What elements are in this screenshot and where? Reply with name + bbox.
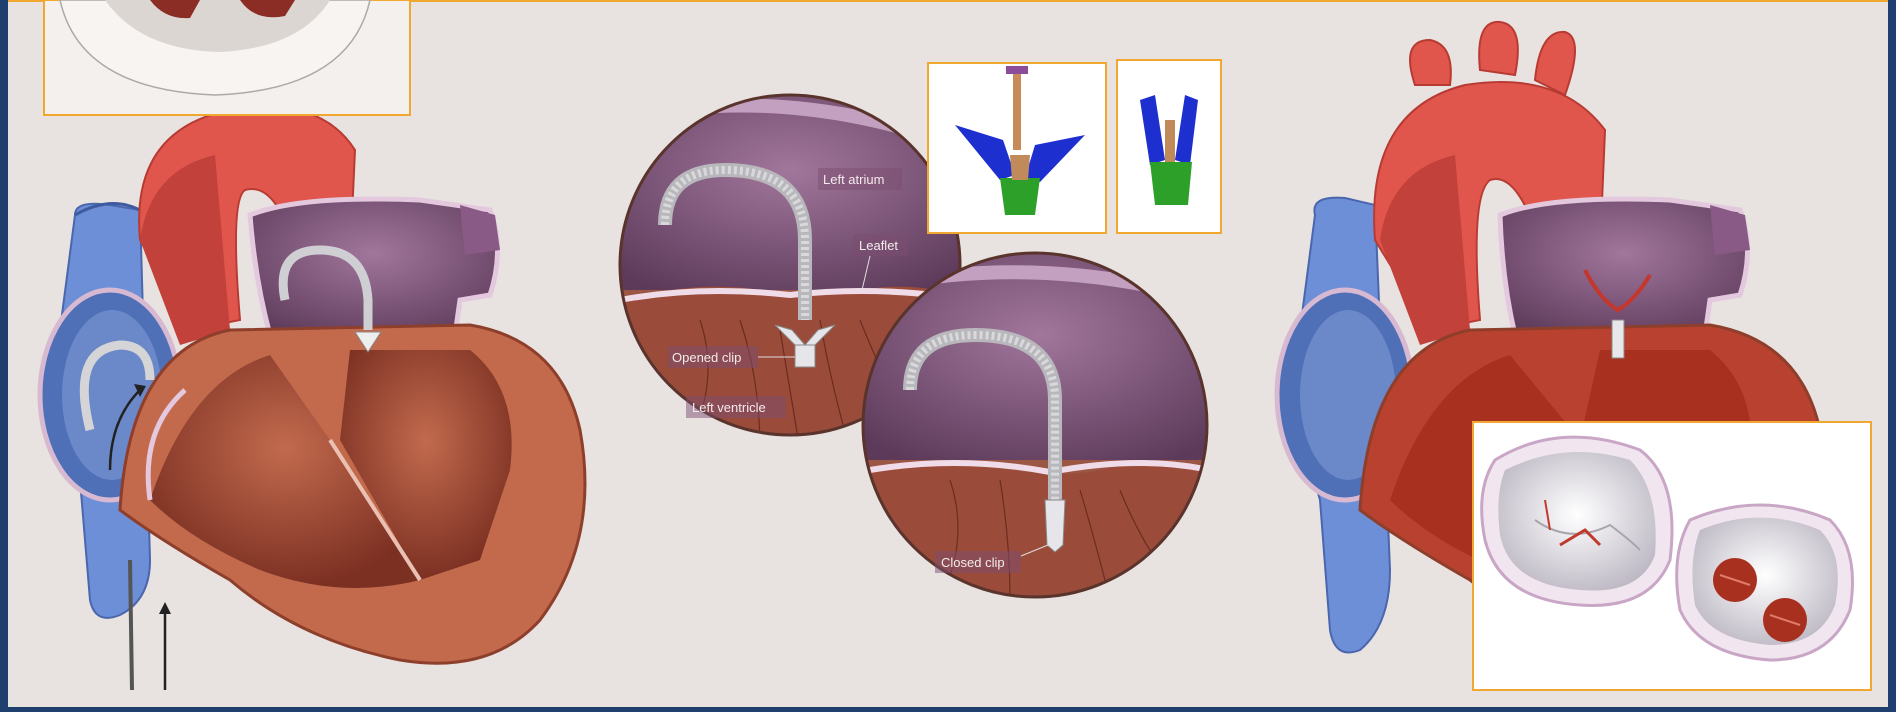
inset-valve-thumbnail xyxy=(44,0,410,115)
label-leaflet: Leaflet xyxy=(859,238,898,253)
label-left-atrium: Left atrium xyxy=(823,172,884,187)
label-left-ventricle: Left ventricle xyxy=(692,400,766,415)
clip-device-open-inset xyxy=(928,63,1106,233)
label-opened-clip: Opened clip xyxy=(672,350,741,365)
clip-device-closed-inset xyxy=(1117,60,1221,233)
label-closed-clip: Closed clip xyxy=(941,555,1005,570)
inset-valve-orifices xyxy=(1473,422,1871,690)
